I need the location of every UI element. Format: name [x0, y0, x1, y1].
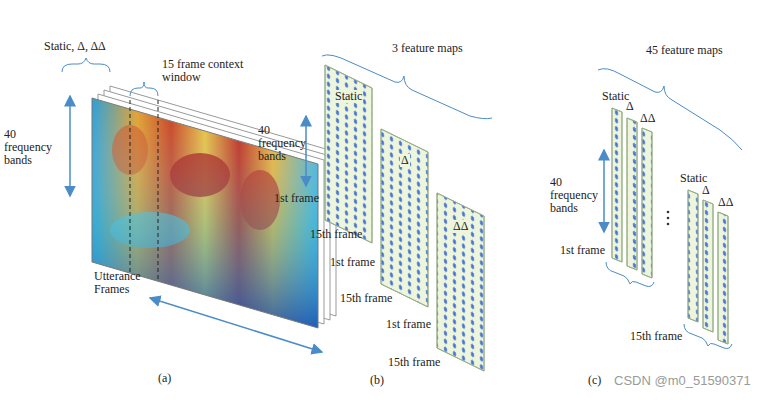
frame-brace: [606, 262, 654, 287]
context-line: [158, 100, 159, 281]
frame-brace: [684, 324, 732, 349]
watermark: CSDN @m0_51590371: [614, 374, 751, 387]
map-label: Δ: [626, 100, 634, 113]
frame-label: 15th frame: [310, 228, 362, 241]
map-label: Δ: [400, 154, 410, 167]
map-label: ΔΔ: [640, 112, 655, 125]
band-arrow: [603, 150, 605, 232]
map-label: ΔΔ: [452, 220, 469, 233]
layer-label: Static, Δ, ΔΔ: [44, 40, 106, 53]
panel-label: (a): [158, 372, 171, 385]
axis-label: 40 frequency bands: [258, 124, 308, 163]
frame-label: 1st frame: [330, 256, 375, 269]
frame-label: 15th frame: [630, 330, 682, 343]
axis-label: 40 frequency bands: [550, 176, 600, 215]
feature-maps: [325, 65, 484, 371]
context-label: 15 frame context window: [162, 58, 258, 84]
band-arrow: [69, 96, 71, 196]
strip-maps: [612, 108, 728, 344]
group-label: 3 feature maps: [392, 42, 463, 55]
maps-brace: [598, 69, 742, 150]
frame-label: 15th frame: [388, 356, 440, 369]
spectrogram: [92, 98, 318, 328]
frame-label: 15th frame: [340, 292, 392, 305]
maps-brace: [322, 55, 492, 119]
map-label: Δ: [702, 184, 710, 197]
ellipsis-dots: [667, 211, 670, 226]
axis-label: 40 frequency bands: [4, 128, 66, 167]
frames-arrow: [150, 298, 322, 352]
frame-label: 1st frame: [560, 244, 605, 257]
map-label: ΔΔ: [718, 196, 733, 209]
context-brace: [130, 82, 158, 96]
map-label: Static: [602, 90, 629, 103]
sheets-brace: [62, 58, 110, 72]
axis-label: Utterance Frames: [94, 270, 160, 296]
panel-label: (c): [588, 374, 601, 387]
frame-label: 1st frame: [386, 318, 431, 331]
map-label: Static: [334, 90, 363, 103]
panel-label: (b): [370, 374, 384, 387]
spectrogram-border: [92, 98, 318, 328]
group-label: 45 feature maps: [646, 44, 723, 57]
frame-label: 1st frame: [274, 192, 319, 205]
band-arrow: [305, 116, 307, 186]
context-line: [130, 100, 131, 273]
